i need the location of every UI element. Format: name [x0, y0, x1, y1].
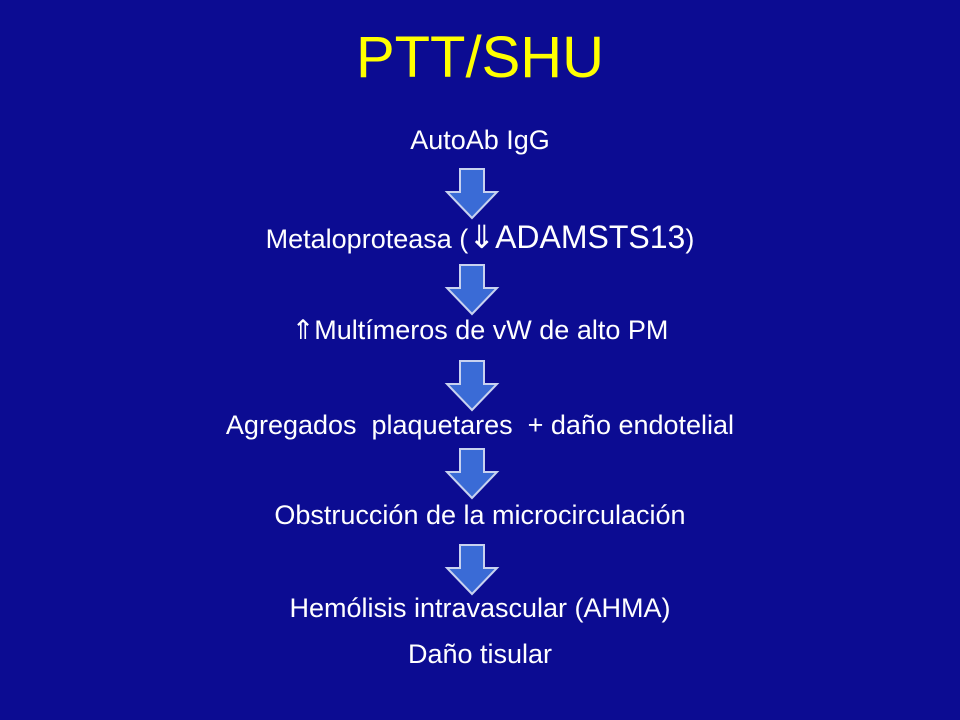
- step-hemolysis-label: Hemólisis intravascular (AHMA): [289, 593, 671, 623]
- step-platelet-aggregates: Agregados plaquetares + daño endotelial: [0, 408, 960, 442]
- step-hemolysis: Hemólisis intravascular (AHMA): [0, 591, 960, 625]
- step-tissue-damage: Daño tisular: [0, 637, 960, 671]
- step-platelet-aggregates-label: Agregados plaquetares + daño endotelial: [225, 410, 735, 440]
- down-arrow-icon-2: [444, 264, 500, 316]
- step-vwf-multimers: ⇑Multímeros de vW de alto PM: [0, 313, 960, 348]
- down-arrow-icon-5: [444, 544, 500, 596]
- step-microcirculation-obstruction: Obstrucción de la microcirculación: [0, 498, 960, 532]
- double-down-arrow-icon: ⇓: [468, 218, 496, 256]
- down-arrow-icon-3: [444, 360, 500, 412]
- slide-title: PTT/SHU: [355, 25, 605, 90]
- double-up-arrow-icon: ⇑: [291, 315, 315, 346]
- step-tissue-damage-label: Daño tisular: [407, 639, 553, 669]
- down-arrow-icon-1: [444, 168, 500, 220]
- step-metalloprotease-enzyme: ADAMSTS13: [495, 219, 686, 255]
- step-metalloprotease: Metaloproteasa (⇓ADAMSTS13): [0, 220, 960, 256]
- step-autoantibody: AutoAb IgG: [0, 123, 960, 157]
- step-microcirculation-obstruction-label: Obstrucción de la microcirculación: [274, 500, 686, 530]
- step-metalloprotease-suffix: ): [685, 224, 695, 254]
- step-autoantibody-label: AutoAb IgG: [410, 125, 550, 155]
- step-metalloprotease-prefix: Metaloproteasa (: [265, 224, 469, 254]
- step-vwf-multimers-label: Multímeros de vW de alto PM: [314, 315, 669, 345]
- down-arrow-icon-4: [444, 448, 500, 500]
